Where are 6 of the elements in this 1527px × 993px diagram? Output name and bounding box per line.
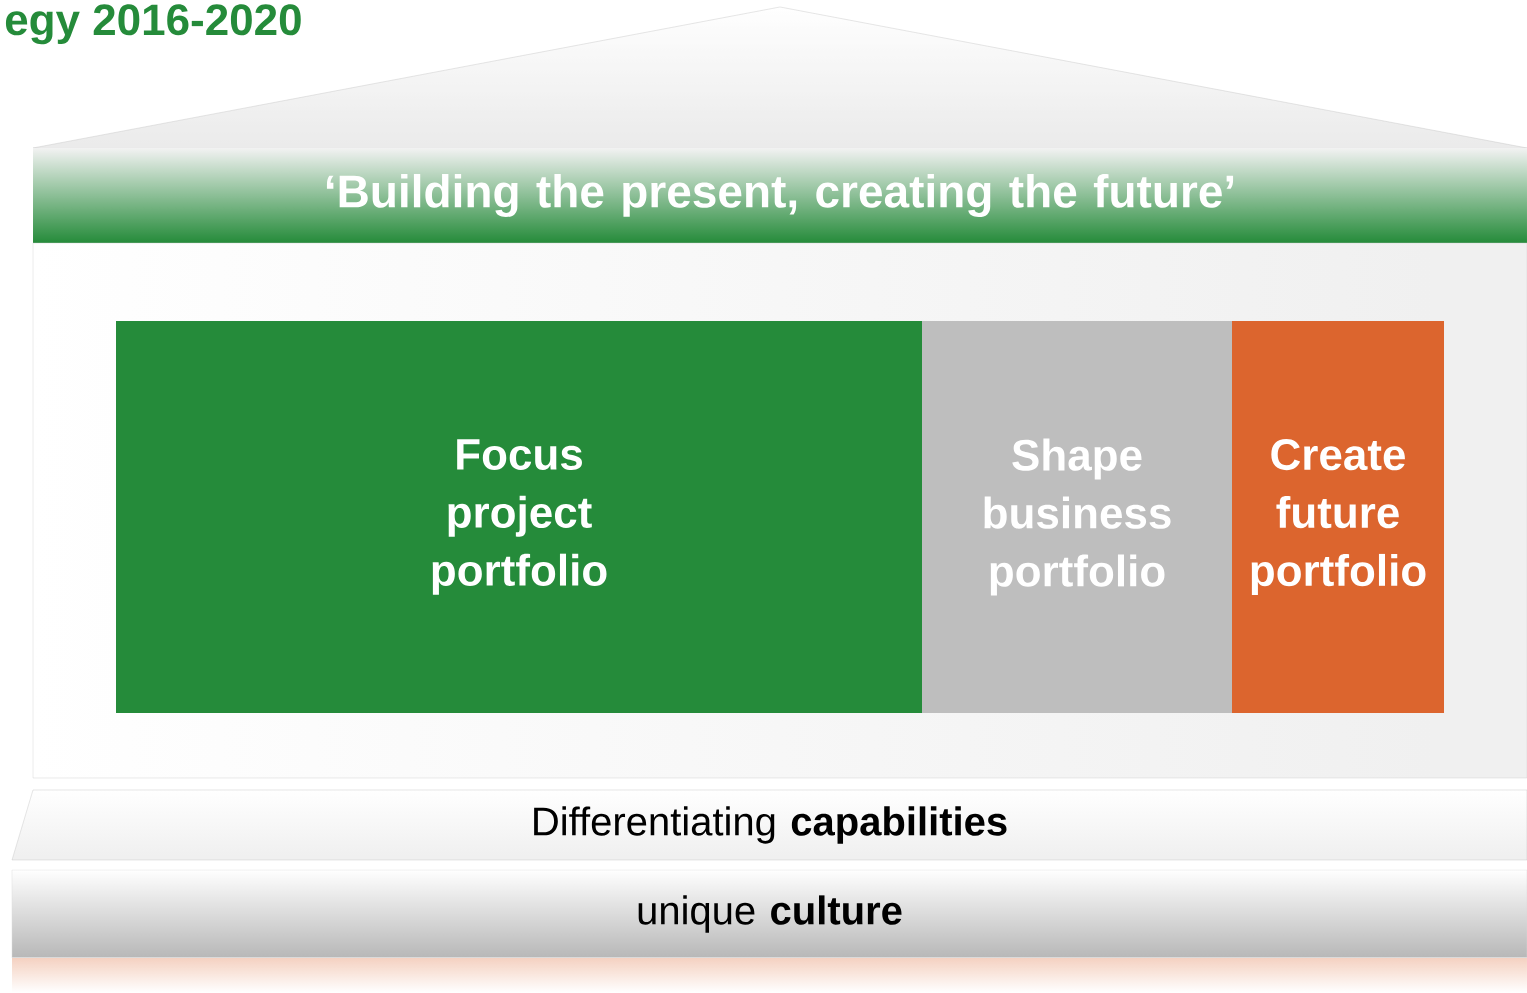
culture-band: unique culture xyxy=(11,869,1527,993)
pillar-box: Focus project portfolio xyxy=(116,321,922,713)
pillar-box: Create future portfolio xyxy=(1232,321,1444,713)
pillar-box: Shape business portfolio xyxy=(922,321,1232,713)
capabilities-band: Differentiating capabilities xyxy=(11,789,1527,861)
node-label: ‘Building the present, creating the future’ xyxy=(326,173,1234,218)
